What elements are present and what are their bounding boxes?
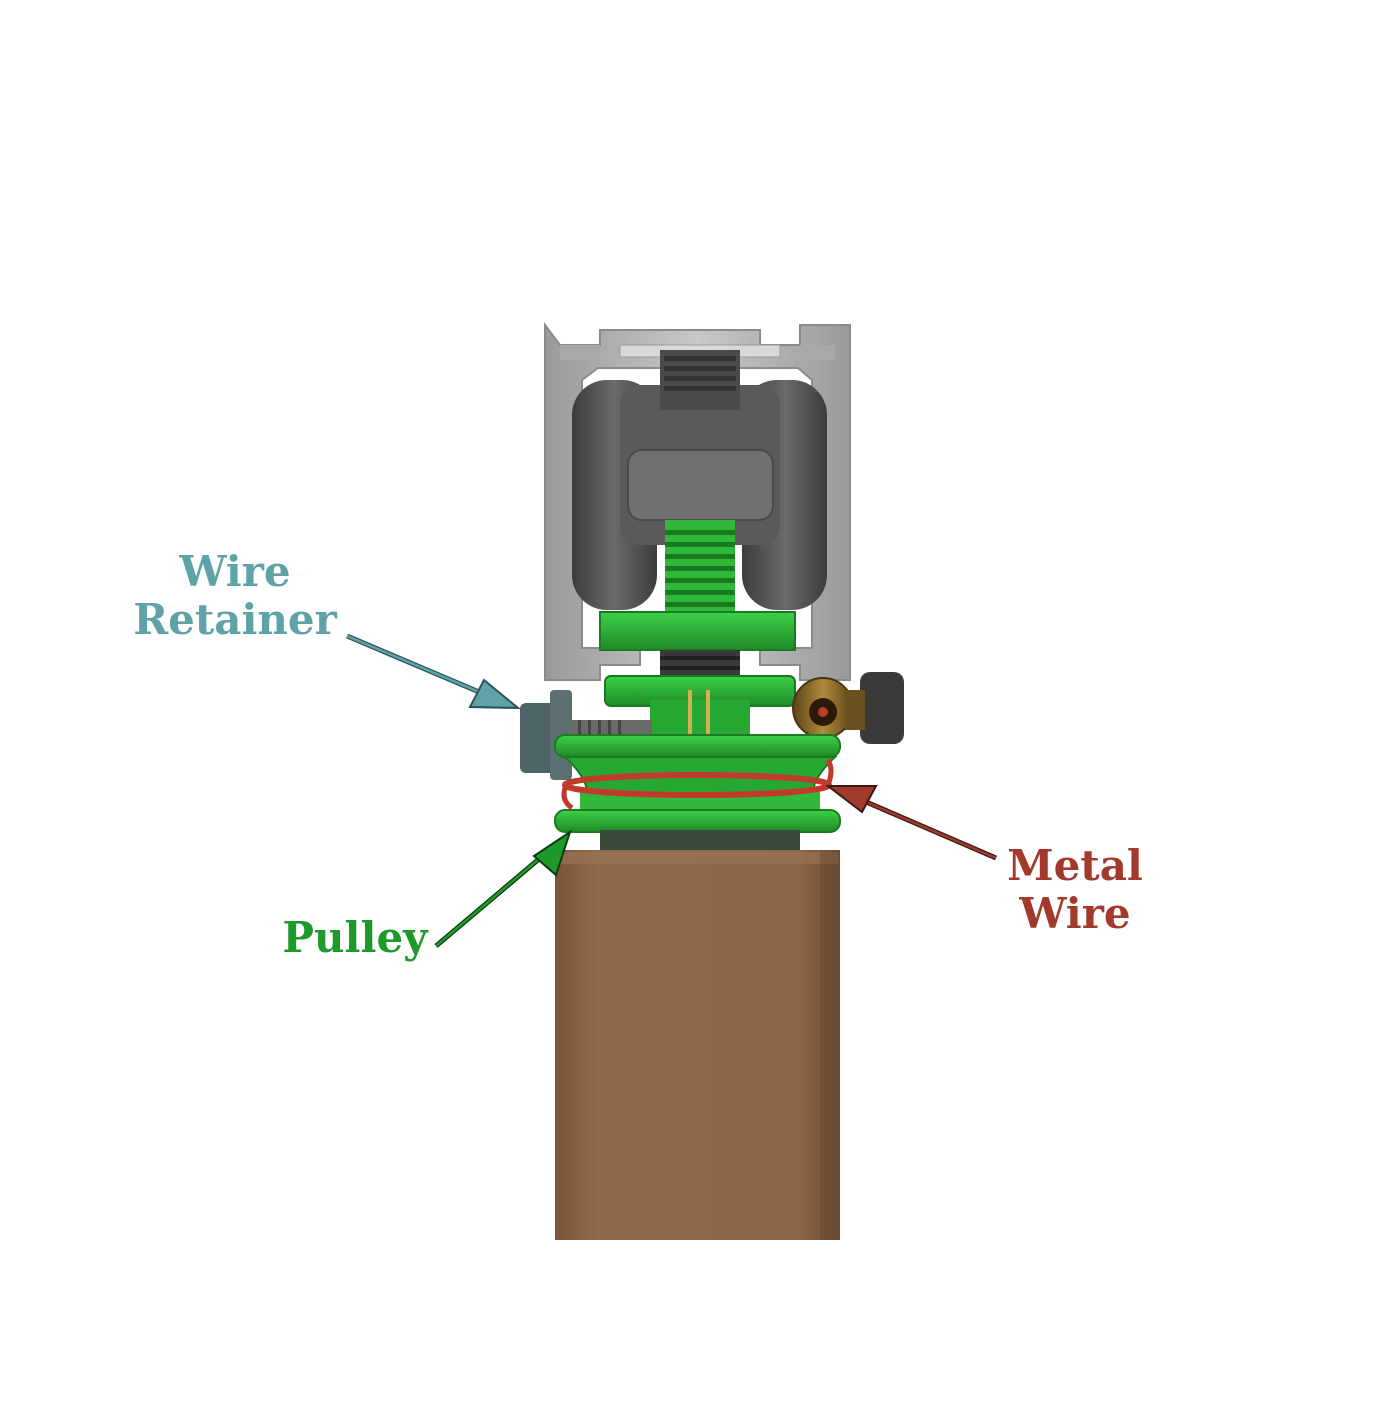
metal-wire-label-line1: Metal	[1007, 841, 1143, 890]
upper-hub	[604, 675, 796, 740]
wire-retainer-label: Wire Retainer	[120, 548, 350, 644]
trolley-wheels	[572, 350, 827, 610]
metal-wire-label-line2: Wire	[1019, 889, 1131, 938]
threaded-bolt	[599, 520, 796, 678]
door-panel	[555, 850, 840, 1240]
wire-clamp	[792, 672, 904, 744]
aluminum-rail	[544, 322, 851, 681]
retainer-arrow	[346, 633, 521, 710]
pulley-label: Pulley	[270, 914, 440, 962]
pulley-label-text: Pulley	[282, 913, 428, 962]
wire-retainer-label-line1: Wire	[179, 547, 291, 596]
pulley-arrow	[434, 829, 572, 948]
metal-wire-label: Metal Wire	[990, 842, 1160, 938]
metal-wire-arrow	[825, 785, 997, 861]
wire-retainer-label-line2: Retainer	[133, 595, 337, 644]
